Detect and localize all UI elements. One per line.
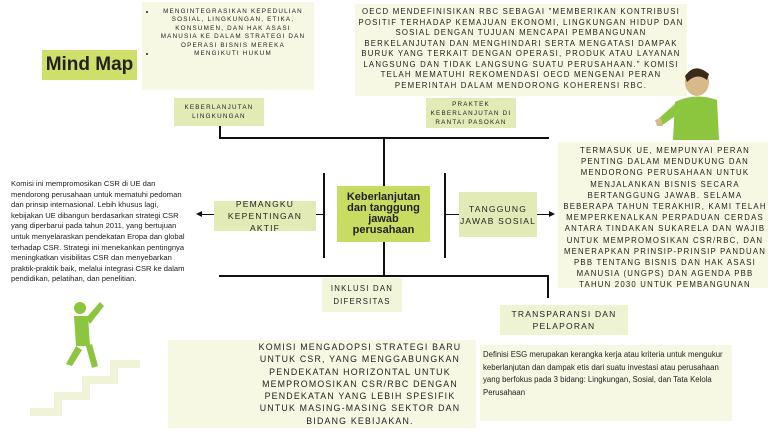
esg-text: Definisi ESG merupakan kerangka kerja at… [483, 350, 723, 397]
label-inklusi-text: Inklusi dan difersitas [330, 284, 394, 306]
left-text: Komisi ini mempromosikan CSR di UE dan m… [11, 179, 185, 284]
label-keberlanjutan-lingkungan: Keberlanjutan lingkungan [174, 98, 264, 126]
top-left-bullet-list: Mengintegrasikan kepedulian sosial, ling… [142, 8, 314, 58]
label-tanggung-text: Tanggung jawab sosial [459, 203, 537, 226]
esg-panel: Definisi ESG merupakan kerangka kerja at… [480, 345, 732, 421]
label-transparansi-text: Transparansi dan pelaporan [511, 309, 617, 331]
bullet-item: Mengintegrasikan kepedulian sosial, ling… [156, 8, 310, 50]
label-tanggung-jawab-sosial: Tanggung jawab sosial [459, 192, 537, 237]
left-panel: Komisi ini mempromosikan CSR di UE dan m… [8, 177, 194, 327]
top-left-panel: Mengintegrasikan kepedulian sosial, ling… [142, 2, 314, 90]
person-pointing-illustration [655, 68, 719, 140]
page-title: Mind Map [42, 50, 137, 80]
label-pemangku-kepentingan: Pemangku kepentingan aktif [214, 199, 316, 233]
label-keberlanjutan-text: Keberlanjutan lingkungan [184, 104, 254, 120]
top-right-text: OECD mendefinisikan RBC sebagai "memberi… [358, 7, 684, 90]
right-vertical-bracket [444, 173, 446, 258]
left-vertical-bracket [323, 173, 325, 258]
bottom-panel: Komisi mengadopsi strategi baru untuk CS… [168, 340, 476, 428]
person-climbing-stairs-illustration [30, 302, 140, 416]
right-text: termasuk UE, mempunyai peran penting dal… [563, 146, 767, 288]
label-praktek-text: Praktek keberlanjutan di rantai pasokan [430, 100, 512, 126]
bullet-item: Mengikuti hukum [156, 50, 310, 58]
bottom-right-drop-line [547, 276, 549, 298]
center-topic: Keberlanjutan dan tanggung jawab perusah… [337, 186, 430, 242]
bottom-text: Komisi mengadopsi strategi baru untuk CS… [258, 342, 462, 426]
label-inklusi-difersitas: Inklusi dan difersitas [322, 278, 402, 312]
label-pemangku-text: Pemangku kepentingan aktif [227, 199, 303, 233]
top-right-panel: OECD mendefinisikan RBC sebagai "memberi… [355, 4, 687, 96]
right-panel: termasuk UE, mempunyai peran penting dal… [558, 142, 768, 288]
label-praktek-rantai-pasokan: Praktek keberlanjutan di rantai pasokan [426, 98, 516, 128]
bottom-horizontal-line [219, 275, 549, 277]
label-transparansi-pelaporan: Transparansi dan pelaporan [500, 305, 628, 335]
top-left-drop-line [219, 125, 221, 138]
